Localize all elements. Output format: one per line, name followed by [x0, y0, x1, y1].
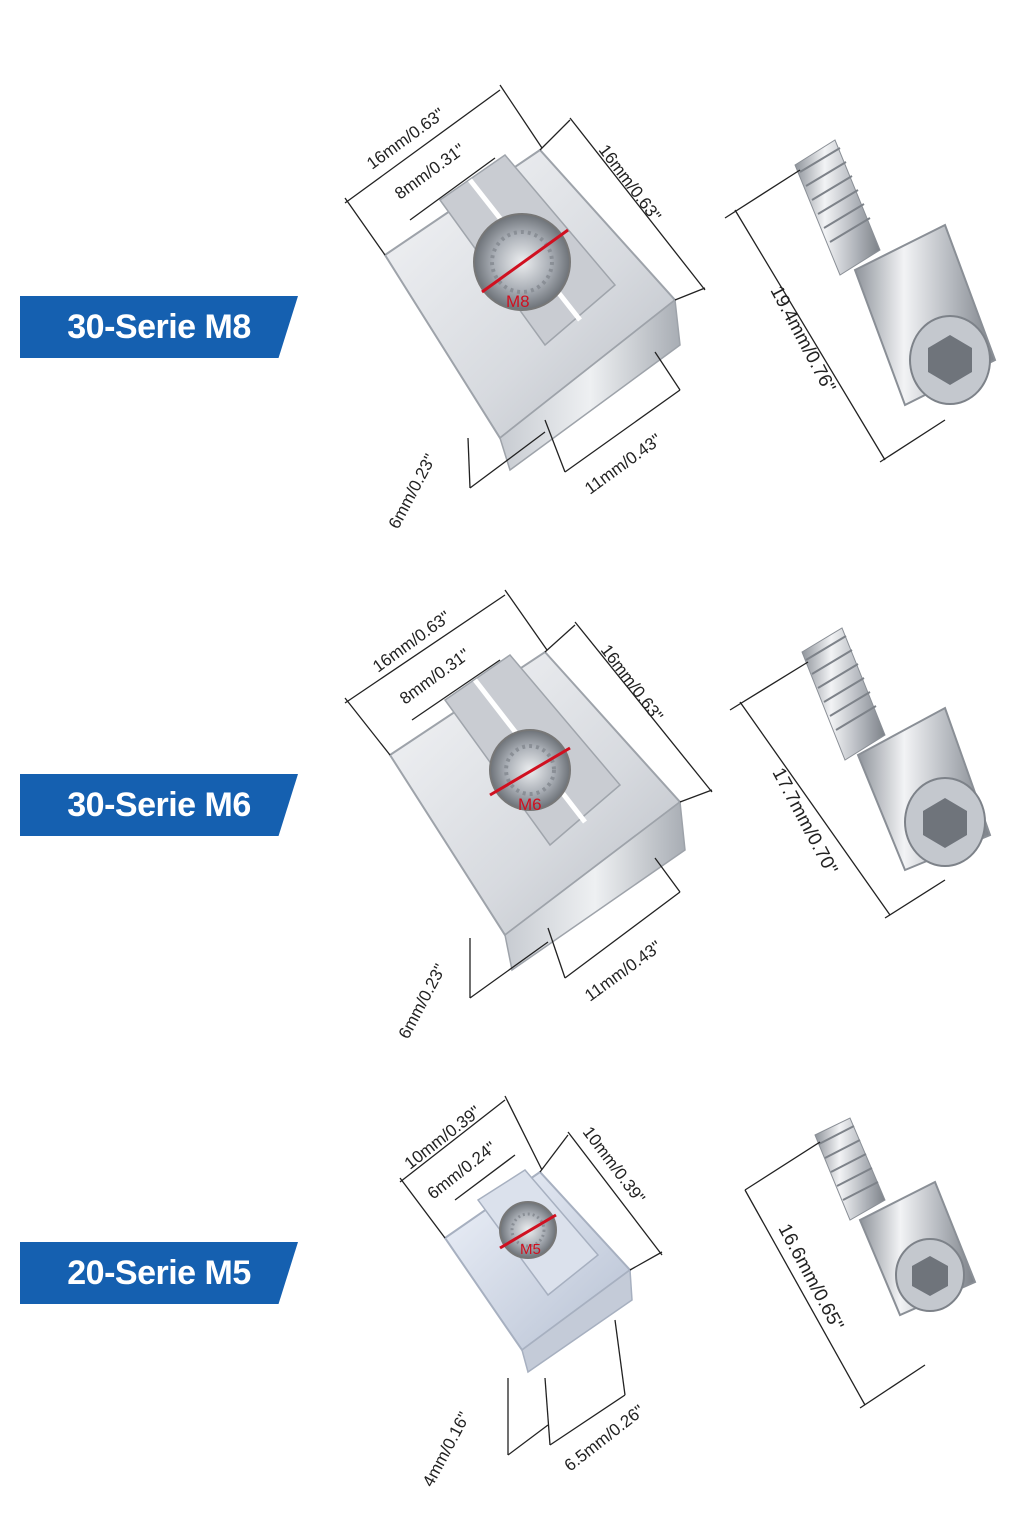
series-badge: 30-Serie M6	[20, 774, 298, 836]
body-height-label: 6.5mm/0.26"	[561, 1401, 648, 1475]
nut-depth-label: 16mm/0.63"	[595, 141, 665, 225]
thread-marker-line	[499, 1213, 557, 1250]
bolt-length-label: 19.4mm/0.76"	[766, 282, 840, 396]
section-m5: 20-Serie M5 M5	[0, 1060, 1024, 1536]
thread-marker-line	[489, 746, 571, 797]
bolt-length-label: 16.6mm/0.65"	[774, 1220, 848, 1334]
m5-dimension-diagram: M5	[399, 1095, 977, 1490]
body-height-label: 11mm/0.43"	[581, 430, 665, 498]
body-height-label: 11mm/0.43"	[581, 937, 665, 1005]
thread-marker-line	[481, 228, 569, 294]
section-m8: 30-Serie M8 M8	[0, 0, 1024, 540]
step-height-label: 6mm/0.23"	[385, 451, 440, 532]
step-height-label: 4mm/0.16"	[419, 1409, 474, 1490]
bolt-image	[814, 1117, 977, 1317]
series-badge: 20-Serie M5	[20, 1242, 298, 1304]
thread-size-label: M6	[518, 795, 542, 814]
m6-dimension-diagram: M6	[344, 589, 992, 1042]
bolt-image	[801, 627, 992, 872]
thread-size-label: M5	[520, 1241, 541, 1258]
thread-size-label: M8	[506, 292, 530, 311]
nut-depth-label: 10mm/0.39"	[579, 1123, 649, 1207]
t-nut-image	[443, 1169, 633, 1374]
section-m6: 30-Serie M6 M6	[0, 540, 1024, 1060]
bolt-image	[794, 139, 997, 407]
nut-depth-label: 16mm/0.63"	[597, 641, 667, 725]
step-height-label: 6mm/0.23"	[395, 961, 450, 1042]
bolt-length-label: 17.7mm/0.70"	[768, 764, 842, 878]
series-badge: 30-Serie M8	[20, 296, 298, 358]
m8-dimension-diagram: M8	[344, 84, 997, 532]
